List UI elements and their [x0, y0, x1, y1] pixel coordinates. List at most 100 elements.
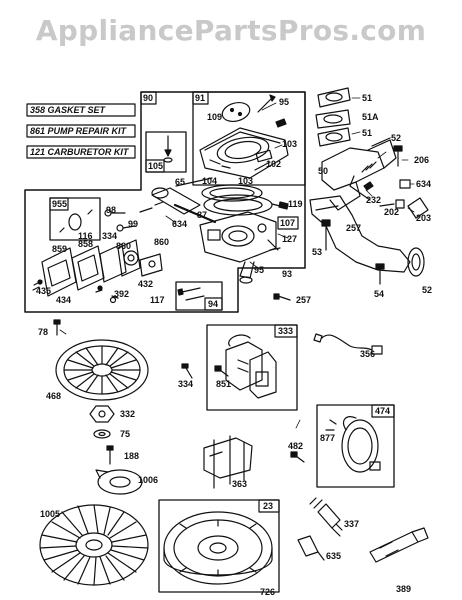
nut-washer-drawing: [89, 405, 115, 439]
part-label: 98: [106, 205, 117, 215]
ground-wire-drawing: [313, 333, 383, 355]
part-label: 51: [362, 93, 373, 103]
carburetor-kit-frame: [26, 145, 136, 159]
part-label: 1005: [40, 509, 61, 519]
part-label: 52: [422, 285, 433, 295]
part-label: 859: [52, 244, 68, 254]
box-94-frame: [175, 281, 223, 311]
needle-seat-drawing: [163, 135, 173, 163]
carburetor-body-drawing: [104, 177, 281, 284]
part-label: 52: [391, 133, 402, 143]
part-label: 65: [175, 177, 186, 187]
part-label: 435: [36, 286, 52, 296]
gasket-set-frame: [26, 103, 136, 117]
part-label: 50: [318, 166, 329, 176]
part-label: 482: [288, 441, 304, 451]
part-label: 860: [116, 241, 132, 251]
part-label: 257: [346, 223, 362, 233]
float-bowl-drawing: [199, 94, 289, 179]
part-label: 634: [416, 179, 432, 189]
part-label: 51: [362, 128, 373, 138]
screw-851-drawing: [214, 365, 229, 377]
box-333-frame: [206, 324, 298, 411]
box-23-frame: [158, 499, 280, 593]
part-label: 860: [154, 237, 170, 247]
cooling-fan-drawing: [39, 504, 149, 586]
part-label: 102: [266, 159, 282, 169]
part-label: 87: [197, 210, 208, 220]
ignition-coil-drawing: [325, 416, 381, 473]
part-label: 116: [78, 231, 93, 241]
spring-116-drawing: [59, 209, 93, 233]
gasket-set-label: 358 GASKET SET: [30, 105, 106, 115]
part-label: 334: [178, 379, 194, 389]
box-94-number: 94: [208, 299, 219, 309]
part-label: 75: [120, 429, 131, 439]
part-label: 53: [312, 247, 323, 257]
exhaust-parts-drawing: [309, 87, 429, 285]
box-474-frame: [316, 404, 395, 488]
flywheel-screen-drawing: [55, 339, 149, 401]
part-label: 468: [46, 391, 62, 401]
part-label: 95: [254, 265, 265, 275]
fan-retainer-drawing: [95, 469, 143, 495]
screw-334-drawing: [181, 363, 193, 379]
part-label: 51A: [362, 112, 379, 122]
part-label: 54: [374, 289, 385, 299]
box-474-number: 474: [375, 406, 391, 416]
box-955-frame: [49, 197, 101, 241]
part-label: 337: [344, 519, 360, 529]
part-label: 858: [78, 239, 94, 249]
part-label: 1006: [138, 475, 159, 485]
part-label: 257: [296, 295, 312, 305]
part-label: 334: [102, 231, 118, 241]
part-label: 232: [366, 195, 382, 205]
part-label: 117: [150, 295, 165, 305]
screw-257-drawing: [273, 293, 291, 301]
box-90-number: 90: [143, 93, 154, 103]
part-label: 634: [172, 219, 188, 229]
part-label: 203: [416, 213, 432, 223]
bracket-363-drawing: [203, 435, 253, 489]
part-label: 127: [282, 234, 298, 244]
part-label: 119: [288, 199, 303, 209]
screw-482-drawing: [290, 451, 305, 463]
pump-repair-kit-label: 861 PUMP REPAIR KIT: [30, 126, 127, 136]
part-label: 202: [384, 207, 400, 217]
spark-boot-drawing: [297, 535, 325, 561]
part-label: 78: [38, 327, 49, 337]
part-label: 635: [326, 551, 342, 561]
carb-gaskets-drawing: [201, 184, 289, 216]
box-105-frame: [145, 131, 187, 173]
screw-188-drawing: [106, 445, 114, 465]
part-label: 109: [207, 112, 223, 122]
leader-lines: [59, 97, 415, 429]
part-label: 93: [282, 269, 293, 279]
box-91-number: 91: [195, 93, 206, 103]
box-955-number: 955: [52, 199, 68, 209]
part-label: 434: [56, 295, 72, 305]
part-label: 99: [128, 219, 139, 229]
screws-94-drawing: [177, 287, 205, 301]
part-label: 332: [120, 409, 136, 419]
box-105-number: 105: [148, 161, 164, 171]
part-label: 389: [396, 584, 412, 594]
part-label: 95: [279, 97, 290, 107]
box-23-number: 23: [263, 501, 274, 511]
part-label: 851: [216, 379, 232, 389]
part-label: 103: [282, 139, 298, 149]
part-label: 392: [114, 289, 130, 299]
part-label: 877: [320, 433, 336, 443]
part-label: 432: [138, 279, 154, 289]
box-107-frame: [277, 216, 299, 230]
part-label: 363: [232, 479, 248, 489]
box-107-number: 107: [280, 218, 296, 228]
part-label: 188: [124, 451, 140, 461]
tester-tool-drawing: [369, 527, 429, 563]
carburetor-kit-label: 121 CARBURETOR KIT: [30, 147, 129, 157]
box-90-frame: [140, 91, 157, 105]
part-label: 356: [360, 349, 376, 359]
part-label: 206: [414, 155, 430, 165]
